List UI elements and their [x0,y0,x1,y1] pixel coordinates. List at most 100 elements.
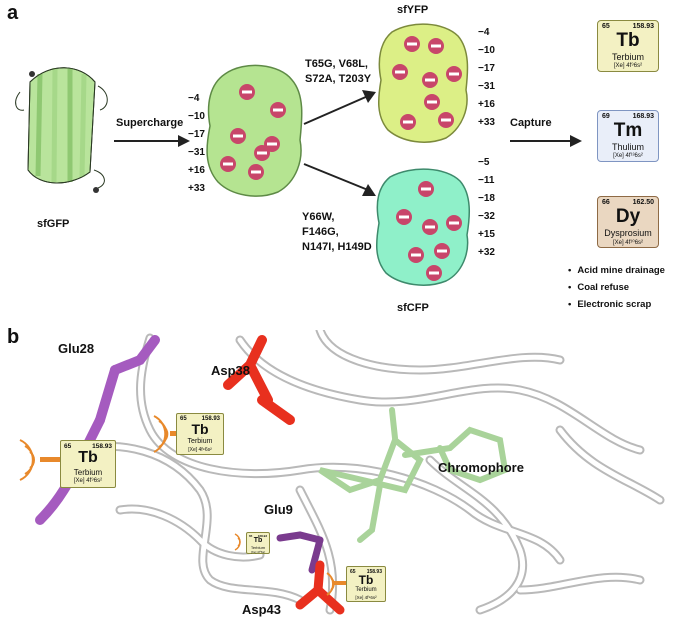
element-tile-dy: 66 162.50 Dy Dysprosium [Xe] 4f¹⁰6s² [597,196,659,248]
mutation-text: F146G, [302,226,339,238]
signal-icon-1 [19,439,35,481]
source-item: Coal refuse [568,279,665,296]
atomic-mass: 158.93 [632,23,654,30]
electron-config: [Xe] 4f⁹6s² [250,550,266,554]
asp38-label: Asp38 [211,363,251,378]
element-name: Terbium [355,587,377,593]
charge-value: −17 [478,63,495,74]
glu28-sidechain [35,335,160,525]
electron-config: [Xe] 4f¹⁰6s² [612,240,644,246]
signal-connector [40,457,60,462]
cfp-charge-list: −5 −11 −18 −32 +15 +32 [478,154,495,262]
source-list: Acid mine drainage Coal refuse Electroni… [568,262,665,313]
supercharged-protein-surface [206,64,303,197]
electron-config: [Xe] 4f⁹6s² [613,63,643,69]
atomic-mass: 158.93 [92,443,112,450]
charge-value: −5 [478,157,490,168]
atomic-number: 65 [180,416,187,422]
supercharge-arrow [114,135,190,147]
glu28-label: Glu28 [58,341,95,356]
tb-tile-asp38: 65 158.93 Tb Terbium [Xe] 4f⁹6s² [176,413,224,455]
charge-value: −10 [478,45,495,56]
asp43-sidechain [295,560,345,615]
panel-b-label: b [7,326,20,348]
element-name: Terbium [611,52,644,62]
signal-connector [333,581,347,585]
chromophore [318,407,509,543]
charge-value: +32 [478,247,495,258]
element-symbol: Dy [615,206,641,227]
element-tile-tb: 65 158.93 Tb Terbium [Xe] 4f⁹6s² [597,20,659,72]
electron-config: [Xe] 4f¹³6s² [613,153,643,159]
charge-value: +16 [188,165,205,176]
element-name: Terbium [187,438,213,445]
element-tile-tm: 69 168.93 Tm Thulium [Xe] 4f¹³6s² [597,110,659,162]
sfcfp-title: sfCFP [397,302,429,314]
charge-value: +16 [478,99,495,110]
mutation-text: T65G, V68L, [305,58,368,70]
atom-icon [93,187,99,193]
sfyfp-surface [377,23,469,143]
electron-config: [Xe] 4f⁹6s² [188,447,212,453]
element-name: Terbium [250,545,266,550]
charge-value: +33 [478,117,495,128]
atomic-mass: 158.93 [257,534,267,538]
element-symbol: Tb [358,573,374,587]
atomic-mass: 162.50 [632,199,654,206]
atomic-number: 69 [602,113,610,120]
source-item: Electronic scrap [568,296,665,313]
sfgfp-cartoon [15,67,108,193]
yfp-charge-list: −4 −10 −17 −31 +16 +33 [478,24,495,132]
sfgfp-label: sfGFP [37,218,70,230]
cfp-arrow [303,163,376,196]
glu9-sidechain [276,531,324,574]
charge-value: +33 [188,183,205,194]
cfp-mutations: Y66W, F146G, N147I, H149D [302,210,372,255]
atomic-number: 66 [602,199,610,206]
element-symbol: Tb [191,421,209,437]
charge-value: −18 [478,193,495,204]
glu9-label: Glu9 [264,502,293,517]
element-name: Thulium [611,142,644,152]
yfp-arrow [303,90,376,125]
atom-icon [29,71,35,77]
center-charge-list: −4 −10 −17 −31 +16 +33 [188,90,205,198]
yfp-mutations: T65G, V68L, S72A, T203Y [305,57,371,87]
asp43-label: Asp43 [242,602,282,617]
signal-icon-3 [234,533,241,551]
element-symbol: Tb [78,449,98,466]
source-item: Acid mine drainage [568,262,665,279]
electron-config: [Xe] 4f⁹6s² [73,478,103,484]
atomic-mass: 158.93 [201,416,220,422]
mutation-text: S72A, T203Y [305,73,372,85]
sfyfp-title: sfYFP [397,4,429,16]
charge-value: −17 [188,129,205,140]
mutation-text: N147I, H149D [302,241,372,253]
tb-tile-glu9: 65 158.93 Tb Terbium [Xe] 4f⁹6s² [246,532,270,554]
atomic-number: 65 [350,569,356,575]
element-name: Dysprosium [604,228,652,238]
supercharge-label: Supercharge [116,117,184,129]
negative-charge-icons [220,84,286,180]
charge-value: −4 [188,93,200,104]
element-name: Terbium [73,468,103,477]
element-symbol: Tm [613,120,643,141]
atomic-mass: 168.93 [632,113,654,120]
mutation-text: Y66W, [302,211,335,223]
electron-config: [Xe] 4f⁹6s² [355,595,377,600]
tb-tile-glu28: 65 158.93 Tb Terbium [Xe] 4f⁹6s² [60,440,116,488]
panel-a-label: a [7,2,19,24]
atomic-mass: 158.93 [366,569,382,575]
asp38-sidechain [223,335,295,425]
protein-structure-render [19,330,665,615]
charge-value: +15 [478,229,495,240]
sfcfp-surface [375,168,471,286]
atomic-number: 65 [249,534,253,538]
chromophore-label: Chromophore [438,460,524,475]
tb-tile-asp43: 65 158.93 Tb Terbium [Xe] 4f⁹6s² [346,566,386,602]
element-symbol: Tb [616,30,640,51]
charge-value: −4 [478,27,490,38]
charge-value: −11 [478,175,495,186]
capture-arrow [510,135,582,147]
capture-label: Capture [510,117,552,129]
